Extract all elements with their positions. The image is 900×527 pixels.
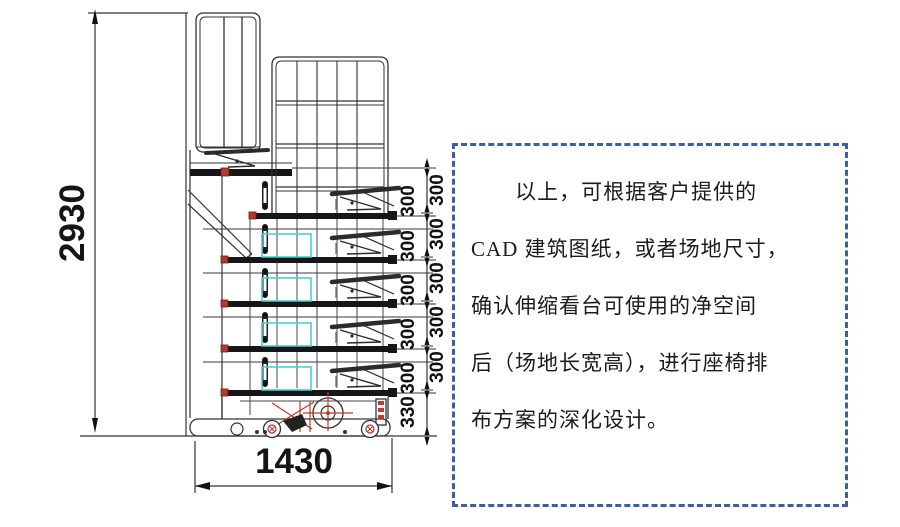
dimension-chain-label: 300 <box>398 318 419 350</box>
chain-arrow-icon <box>424 258 430 267</box>
arrowhead-up-icon <box>92 9 98 24</box>
chain-arrow-icon <box>424 214 430 223</box>
bar-end-block <box>388 255 397 264</box>
back-wall <box>185 13 253 436</box>
folded-seat-pan <box>329 318 402 330</box>
chain-arrow-icon <box>424 391 430 400</box>
bar-end-block <box>388 344 397 353</box>
arrowhead-down-icon <box>92 418 98 433</box>
highlight-box <box>261 277 312 302</box>
row-platform-bar <box>222 301 396 307</box>
wheel-icon <box>230 419 380 439</box>
chain-arrow-icon <box>424 158 430 167</box>
hinge-pin <box>262 268 268 274</box>
dimension-chain-label: 330 <box>398 396 419 428</box>
dimension-chain-label: 300 <box>398 185 419 217</box>
chain-arrow-icon <box>424 426 430 435</box>
folded-seat-pan <box>329 362 402 374</box>
dimension-chain-label: 300 <box>427 351 448 383</box>
chain-arrow-icon <box>424 291 430 300</box>
note-text: 以上，可根据客户提供的 CAD 建筑图纸，或者场地尺寸， 确认伸缩看台可使用的净… <box>455 146 845 449</box>
note-box: 以上，可根据客户提供的 CAD 建筑图纸，或者场地尺寸， 确认伸缩看台可使用的净… <box>452 143 848 507</box>
hinge-pin <box>262 381 268 387</box>
scissor-linkage <box>269 401 315 432</box>
seating-rows <box>203 181 436 397</box>
dimension-chain-label: 300 <box>427 306 448 338</box>
folded-seat-pan <box>329 185 402 197</box>
red-marker <box>248 211 257 220</box>
arrowhead-right-icon <box>377 482 392 490</box>
red-marker <box>220 388 229 397</box>
bar-end-block <box>388 211 397 220</box>
seat-pivot <box>350 289 354 293</box>
chain-arrow-icon <box>424 169 430 178</box>
hinge-pin <box>262 292 268 298</box>
note-line: 确认伸缩看台可使用的净空间 <box>471 294 757 318</box>
dimension-chain-label: 300 <box>427 174 448 206</box>
bar-end-block <box>388 388 397 397</box>
chain-arrow-icon <box>424 437 430 446</box>
note-line: 以上，可根据客户提供的 <box>515 180 758 204</box>
chain-arrow-icon <box>424 247 430 256</box>
note-line: 后（场地长宽高），进行座椅排 <box>471 351 769 375</box>
row-platform-bar <box>222 346 396 352</box>
red-marker <box>220 344 229 353</box>
dimension-width <box>194 438 393 493</box>
hinge-pin <box>262 224 268 230</box>
chain-arrow-icon <box>424 302 430 311</box>
highlight-box <box>261 322 312 347</box>
striped-post <box>378 401 384 419</box>
hinge-pin <box>262 337 268 343</box>
note-line: CAD 建筑图纸，或者场地尺寸， <box>471 237 789 261</box>
folded-seat-pan <box>329 273 402 285</box>
seat-pivot <box>350 378 354 382</box>
top-platform <box>190 148 292 177</box>
note-line: 布方案的深化设计。 <box>471 408 669 432</box>
chain-arrow-icon <box>424 380 430 389</box>
highlight-box <box>261 366 312 391</box>
chain-arrow-icon <box>424 347 430 356</box>
red-marker <box>220 255 229 264</box>
hinge-pin <box>262 204 268 210</box>
dimension-chain-label: 300 <box>427 218 448 250</box>
drive-hub <box>303 392 353 431</box>
red-marker <box>220 299 229 308</box>
dimension-height-label: 2930 <box>53 184 92 262</box>
hinge-pin <box>262 357 268 363</box>
hinge-pin <box>262 248 268 254</box>
bar-end-block <box>388 299 397 308</box>
hinge-pin <box>262 312 268 318</box>
dimension-chain-label: 300 <box>427 262 448 294</box>
folded-seat-pan <box>329 229 402 241</box>
seat-pivot <box>350 201 354 205</box>
row-platform-bar <box>222 257 396 263</box>
chain-arrow-icon <box>424 336 430 345</box>
seat-pivot <box>350 245 354 249</box>
row-platform-bar <box>250 213 396 219</box>
back-guardrail <box>195 12 261 153</box>
dimension-width-label: 1430 <box>255 442 333 481</box>
highlight-box <box>261 233 312 258</box>
folded-seat <box>204 148 270 168</box>
seat-pivot <box>350 334 354 338</box>
dimension-chain-label: 300 <box>398 362 419 394</box>
arrowhead-left-icon <box>195 482 210 490</box>
row-platform-bar <box>222 390 396 396</box>
dimension-chain-label: 300 <box>398 230 419 262</box>
chain-arrow-icon <box>424 203 430 212</box>
hinge-pin <box>262 181 268 187</box>
dimension-chain-label: 300 <box>398 274 419 306</box>
